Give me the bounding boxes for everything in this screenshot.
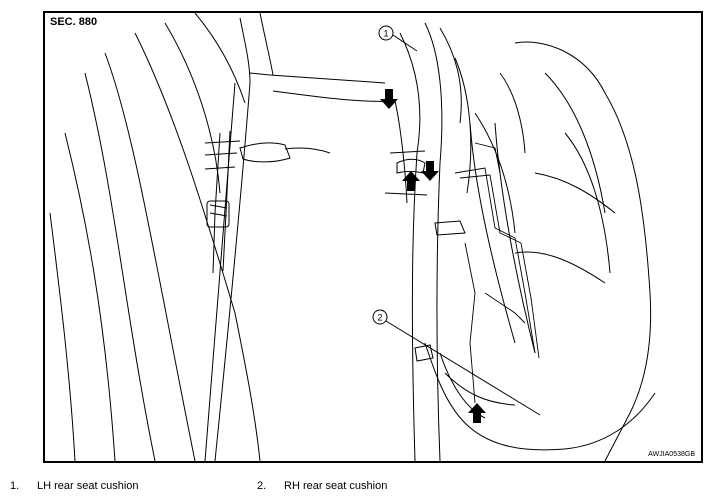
seat-belt-drawing xyxy=(204,130,331,274)
arrow-down-icon xyxy=(380,89,398,109)
callout-2: 2 xyxy=(372,309,541,416)
svg-text:2: 2 xyxy=(377,313,382,323)
direction-arrows xyxy=(380,89,486,423)
lh-cushion-drawing xyxy=(384,22,472,461)
left-seatback-drawing xyxy=(49,13,261,461)
rh-seatback-drawing xyxy=(469,41,652,461)
center-divider-drawing xyxy=(204,13,408,461)
arrow-up-icon xyxy=(468,403,486,423)
section-label: SEC. 880 xyxy=(50,16,98,28)
legend-item-label: RH rear seat cushion xyxy=(284,480,388,492)
legend: 1. LH rear seat cushion 2. RH rear seat cu… xyxy=(0,480,716,498)
legend-item-2: 2. RH rear seat cushion xyxy=(257,480,387,492)
arrow-up-icon xyxy=(402,171,420,191)
wire-frame-drawing xyxy=(454,142,540,404)
legend-item-number: 2. xyxy=(257,480,267,492)
figure-code: AWJIA0538GB xyxy=(648,451,695,458)
arrow-down-icon xyxy=(421,161,439,181)
seat-cushion-illustration: 1 2 xyxy=(49,13,656,461)
callout-1: 1 xyxy=(378,25,418,52)
svg-text:1: 1 xyxy=(383,29,388,39)
legend-item-label: LH rear seat cushion xyxy=(37,480,139,492)
diagram-frame: 1 2 SEC. 880 AWJIA0538GB xyxy=(43,11,703,463)
legend-item-number: 1. xyxy=(10,480,20,492)
legend-item-1: 1. LH rear seat cushion xyxy=(10,480,139,492)
